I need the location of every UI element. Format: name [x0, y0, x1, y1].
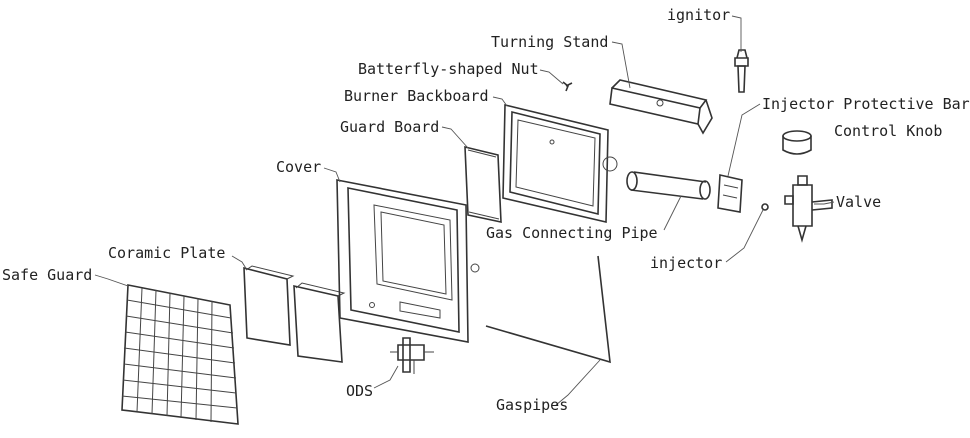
ceramic-plate-part: [243, 265, 346, 363]
ignitor-part: [734, 49, 749, 93]
guard-board-part: [464, 145, 502, 223]
label-control-knob: Control Knob: [834, 122, 943, 140]
burner-backboard-part: [502, 103, 618, 224]
label-injector: injector: [650, 254, 723, 272]
leader-lines: [94, 15, 835, 406]
label-safe-guard: Safe Guard: [2, 266, 93, 284]
label-ignitor: ignitor: [667, 6, 731, 24]
butterfly-nut-part: [562, 81, 573, 92]
injector-part: [761, 203, 769, 211]
gas-connecting-pipe-part: [626, 171, 711, 200]
turning-stand-part: [609, 79, 713, 135]
ods-part: [390, 337, 434, 374]
safe-guard-part: [121, 284, 239, 425]
label-valve: Valve: [836, 193, 882, 211]
control-knob-part: [782, 130, 812, 155]
injector-protective-bar-part: [717, 174, 743, 213]
label-coramic-plate: Coramic Plate: [108, 244, 226, 262]
label-guard-board: Guard Board: [340, 118, 440, 136]
cover-part: [336, 179, 480, 343]
label-burner-backboard: Burner Backboard: [344, 87, 489, 105]
gaspipes-part: [485, 255, 611, 364]
label-turning-stand: Turning Stand: [491, 33, 609, 51]
label-injector-protective-bar: Injector Protective Bar: [762, 95, 970, 113]
valve-part: [784, 175, 833, 243]
label-ods: ODS: [346, 382, 374, 400]
label-butterfly-nut: Batterfly-shaped Nut: [358, 60, 539, 78]
label-cover: Cover: [276, 158, 322, 176]
label-gaspipes: Gaspipes: [496, 396, 569, 414]
label-gas-connecting-pipe: Gas Connecting Pipe: [486, 224, 658, 242]
